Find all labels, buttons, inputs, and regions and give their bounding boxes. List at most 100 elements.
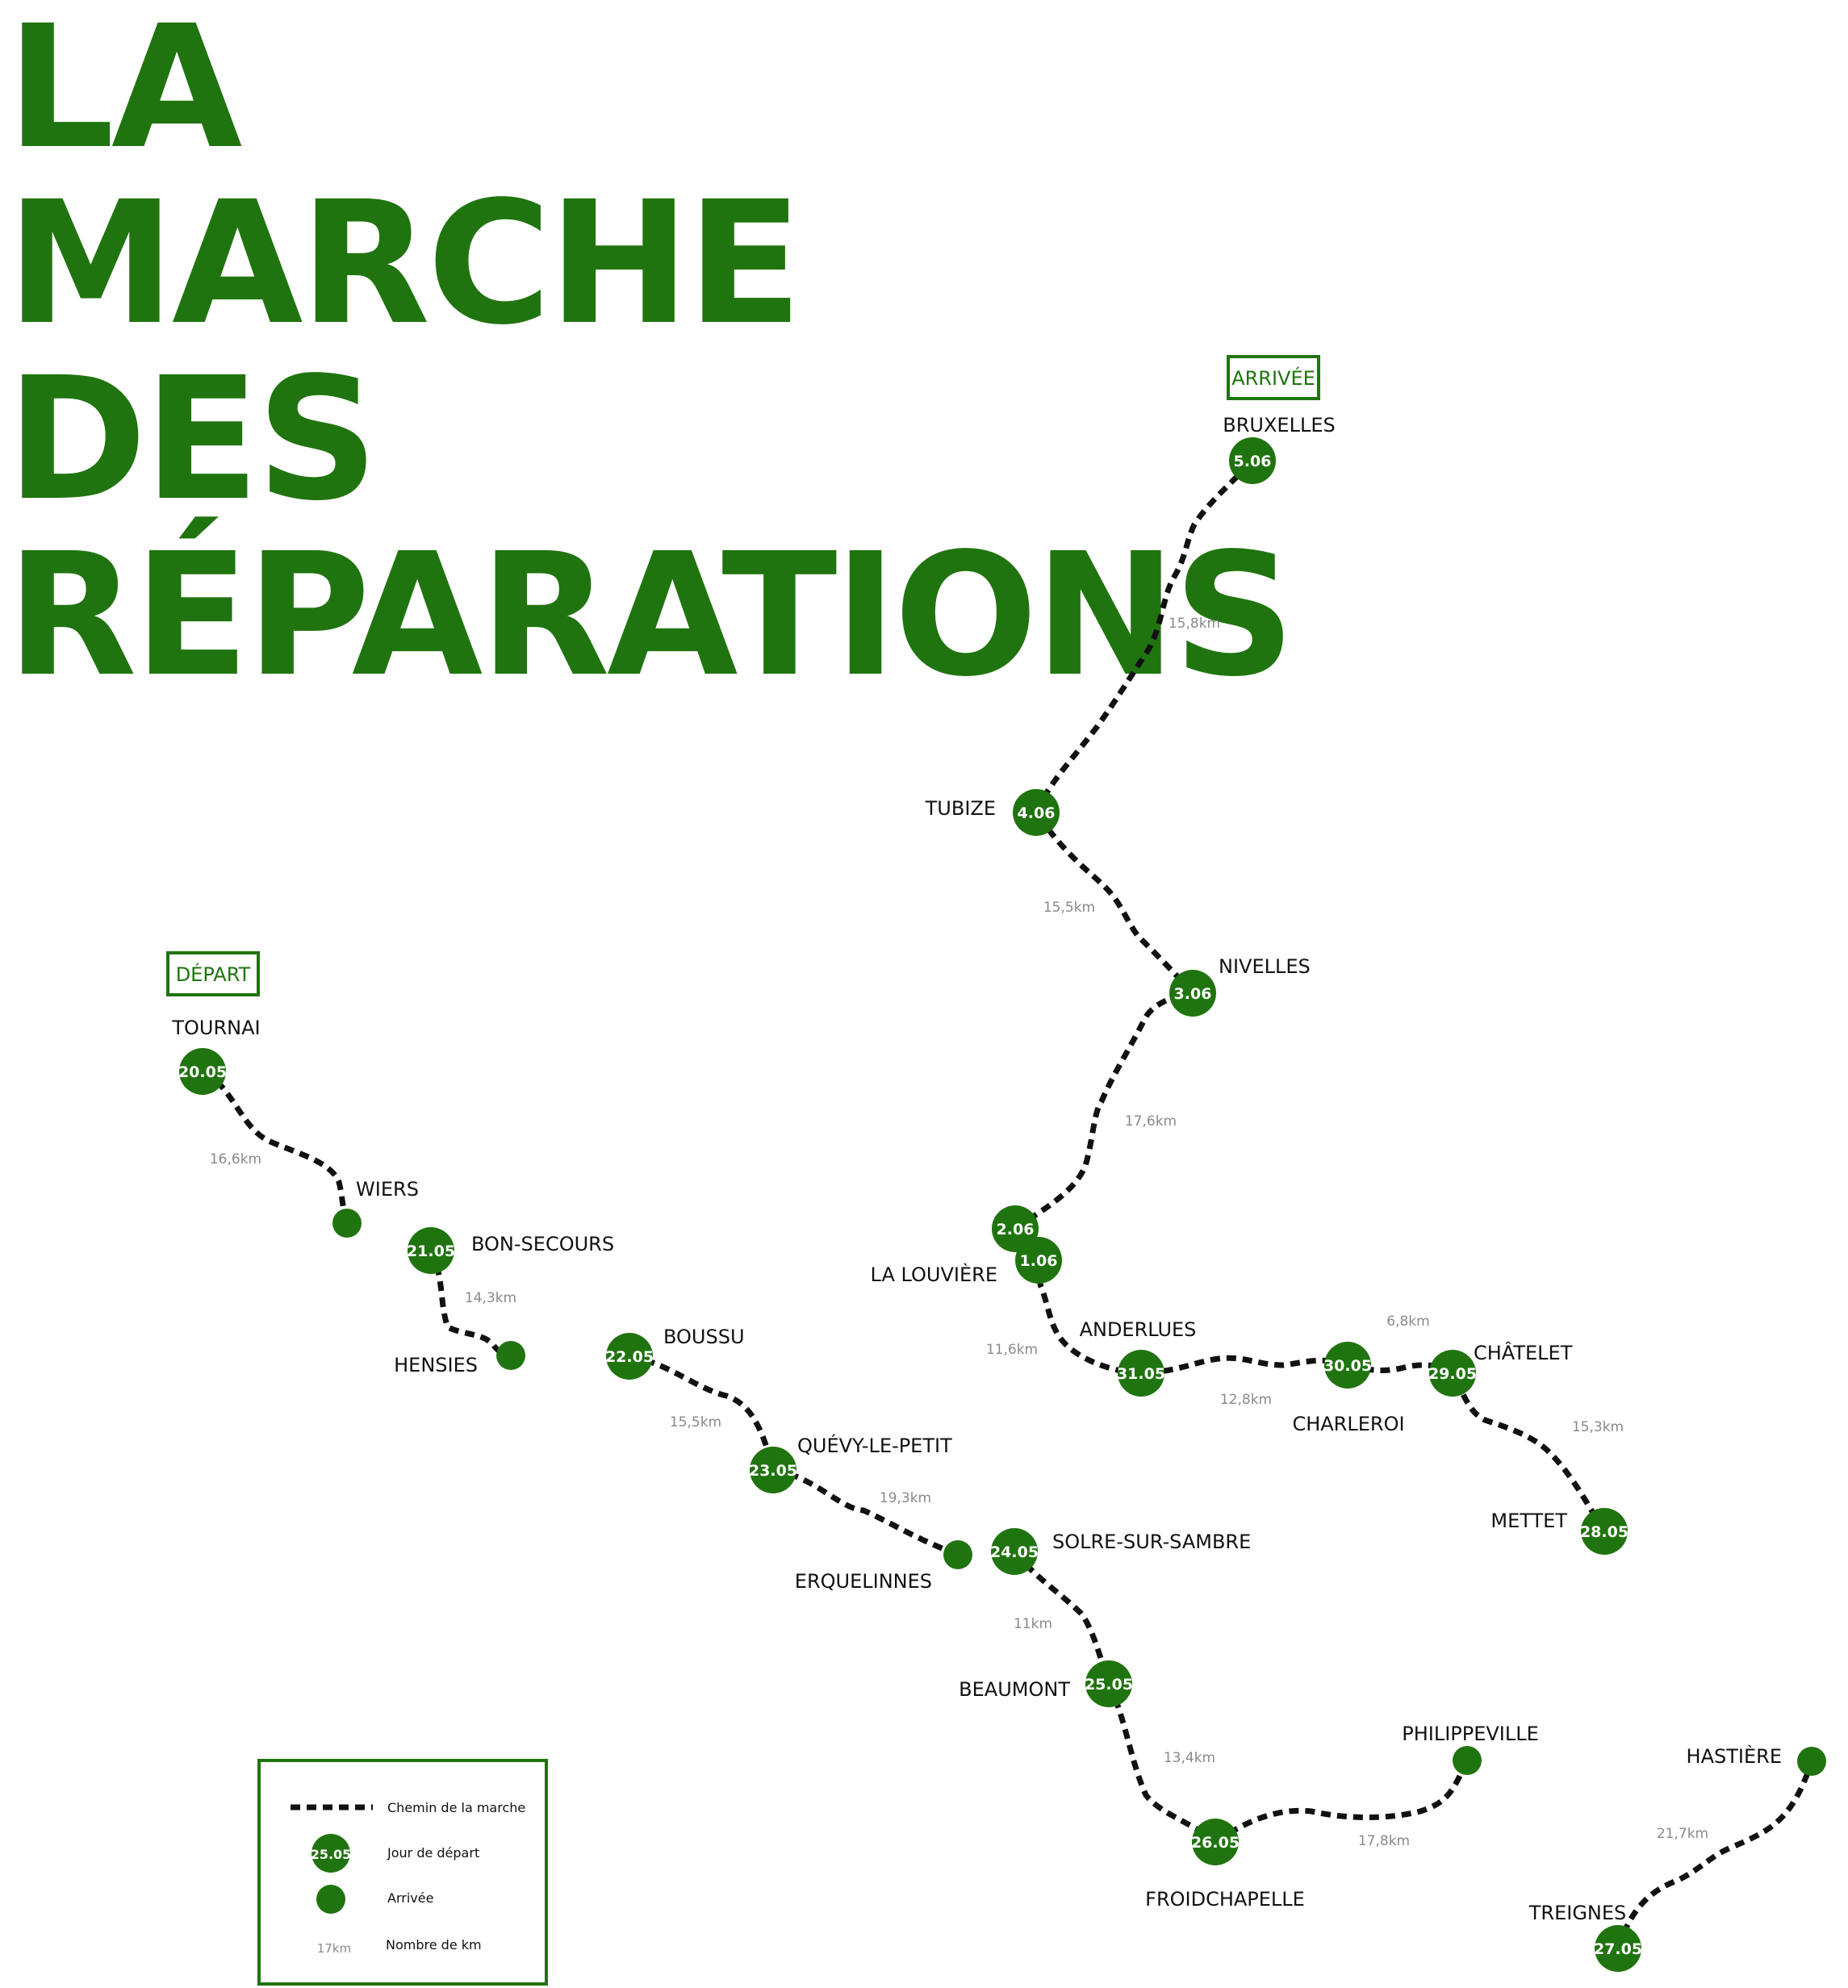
stop-date: 22.05: [605, 1348, 654, 1366]
route-path-solre-beaumont: [1012, 1551, 1112, 1685]
stop-label: TUBIZE: [925, 797, 996, 820]
start-badge: DÉPART: [166, 951, 260, 996]
stop-philippeville[interactable]: PHILIPPEVILLE: [1402, 1723, 1539, 1775]
arrival-marker[interactable]: [1453, 1746, 1482, 1775]
badge-label: DÉPART: [176, 963, 251, 986]
title-line: RÉPARATIONS: [6, 516, 1295, 714]
map-title: LA MARCHE DES RÉPARATIONS: [6, 0, 1295, 714]
stop-date: 30.05: [1323, 1357, 1372, 1375]
stop-date: 27.05: [1594, 1940, 1642, 1958]
departure-marker[interactable]: [606, 1333, 653, 1380]
route-path-quevy-erquelinnes: [772, 1467, 960, 1558]
departure-marker[interactable]: [750, 1447, 796, 1493]
stop-hensies[interactable]: HENSIES: [394, 1341, 525, 1376]
stop-wiers[interactable]: WIERS: [332, 1178, 419, 1238]
stop-label: PHILIPPEVILLE: [1402, 1723, 1539, 1745]
title-line: LA: [6, 0, 242, 186]
stop-date: 25.05: [1085, 1676, 1133, 1694]
stop-date: 3.06: [1174, 985, 1212, 1003]
stop-label: LA LOUVIÈRE: [871, 1263, 997, 1286]
distance-label: 15,5km: [1043, 900, 1095, 916]
stop-label: BOUSSU: [663, 1326, 745, 1348]
departure-marker[interactable]: [179, 1048, 226, 1095]
stop-date: 31.05: [1117, 1365, 1165, 1383]
distance-label: 21,7km: [1657, 1826, 1708, 1842]
legend-arrival-marker: [316, 1885, 345, 1914]
distance-label: 19,3km: [880, 1490, 931, 1506]
distance-label: 6,8km: [1386, 1314, 1429, 1330]
end-badge: ARRIVÉE: [1227, 355, 1320, 400]
legend-departure-marker: [311, 1834, 350, 1873]
departure-marker[interactable]: [1118, 1350, 1164, 1397]
departure-marker[interactable]: [408, 1227, 454, 1274]
stop-label: WIERS: [356, 1178, 419, 1201]
title-line: DES: [6, 340, 378, 538]
stop-date: 21.05: [407, 1242, 455, 1260]
stop-anderlues[interactable]: 31.05 ANDERLUES: [1080, 1318, 1197, 1397]
departure-marker[interactable]: [991, 1528, 1038, 1575]
stop-label: ANDERLUES: [1080, 1318, 1197, 1341]
departure-marker[interactable]: [1192, 1819, 1239, 1865]
badge-frame: [1227, 355, 1320, 400]
stop-date: 23.05: [749, 1462, 797, 1480]
arrival-marker[interactable]: [943, 1540, 972, 1569]
stop-date: 20.05: [178, 1063, 227, 1081]
stop-hastiere[interactable]: HASTIÈRE: [1687, 1744, 1826, 1776]
departure-marker[interactable]: [1595, 1925, 1641, 1972]
stop-boussu[interactable]: 22.05 BOUSSU: [605, 1326, 745, 1380]
stop-label: TREIGNES: [1528, 1902, 1627, 1924]
distance-label: 14,3km: [465, 1290, 516, 1306]
departure-marker[interactable]: [1229, 437, 1276, 484]
stop-label: TOURNAI: [171, 1017, 260, 1039]
departure-marker[interactable]: [992, 1205, 1039, 1252]
stop-tournai[interactable]: 20.05 TOURNAI: [171, 1017, 261, 1095]
departure-marker[interactable]: [1429, 1350, 1476, 1397]
route-path-tournai-wiers: [203, 1068, 350, 1225]
arrival-marker[interactable]: [332, 1209, 362, 1238]
route-path-beaumont-froidchapelle: [1106, 1682, 1218, 1844]
stop-la-louviere-2[interactable]: 2.06: [992, 1205, 1039, 1252]
distance-label: 15,5km: [670, 1414, 721, 1430]
route-path-lalouviere-nivelles: [1013, 990, 1194, 1231]
legend-frame: [257, 1759, 548, 1986]
stop-treignes[interactable]: 27.05 TREIGNES: [1528, 1902, 1642, 1972]
legend-departure-sample: 25.05: [311, 1847, 352, 1862]
distance-label: 11km: [1014, 1616, 1052, 1632]
departure-marker[interactable]: [1169, 970, 1216, 1017]
title-line: MARCHE: [6, 165, 803, 362]
route-paths: [203, 458, 1815, 1950]
route-path-tubize-bruxelles: [1033, 458, 1255, 814]
stop-date: 5.06: [1234, 453, 1272, 470]
departure-marker[interactable]: [1581, 1508, 1628, 1555]
route-path-froidchapelle-philippeville: [1214, 1757, 1470, 1844]
stop-label: BRUXELLES: [1223, 414, 1335, 436]
arrival-marker[interactable]: [1797, 1747, 1826, 1776]
departure-marker[interactable]: [1013, 789, 1060, 836]
distance-label: 11,6km: [986, 1342, 1038, 1358]
distance-label: 12,8km: [1220, 1392, 1272, 1408]
departure-marker[interactable]: [1085, 1660, 1132, 1707]
distance-label: 16,6km: [210, 1151, 261, 1167]
stop-bruxelles[interactable]: 5.06 BRUXELLES: [1223, 414, 1336, 484]
stop-label: QUÉVY-LE-PETIT: [797, 1434, 952, 1457]
stop-erquelinnes[interactable]: ERQUELINNES: [795, 1540, 972, 1593]
arrival-marker[interactable]: [496, 1341, 525, 1370]
departure-marker[interactable]: [1324, 1342, 1371, 1389]
legend-departure-label: Jour de départ: [387, 1845, 479, 1861]
distance-labels: 16,6km14,3km15,5km19,3km11km13,4km17,8km…: [210, 616, 1708, 1849]
stop-date: 2.06: [997, 1221, 1035, 1238]
distance-label: 17,6km: [1125, 1113, 1177, 1130]
